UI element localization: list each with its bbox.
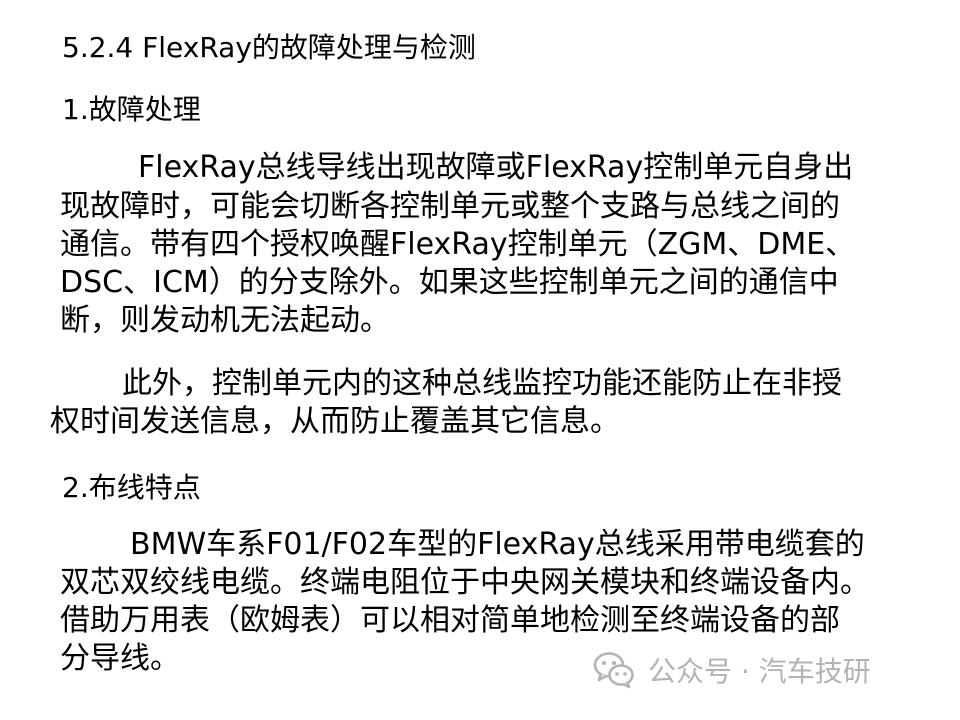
- subsection-heading-fault-handling: 1.故障处理: [62, 93, 201, 126]
- paragraph-line: 权时间发送信息，从而防止覆盖其它信息。: [50, 404, 620, 439]
- paragraph-line: 此外，控制单元内的这种总线监控功能还能防止在非授: [122, 366, 842, 401]
- paragraph-line: DSC、ICM）的分支除外。如果这些控制单元之间的通信中: [60, 265, 839, 300]
- paragraph-line: 双芯双绞线电缆。终端电阻位于中央网关模块和终端设备内。: [60, 565, 870, 600]
- watermark-text: 公众号 · 汽车技研: [648, 655, 871, 688]
- paragraph-line: 借助万用表（欧姆表）可以相对简单地检测至终端设备的部: [60, 603, 840, 638]
- paragraph-line: BMW车系F01/F02车型的FlexRay总线采用带电缆套的: [130, 527, 865, 562]
- wechat-icon: [593, 652, 634, 689]
- paragraph-line: 断，则发动机无法起动。: [60, 303, 390, 338]
- watermark: 公众号 · 汽车技研: [592, 646, 871, 694]
- page-title: 5.2.4 FlexRay的故障处理与检测: [62, 31, 476, 64]
- paragraph-line: 通信。带有四个授权唤醒FlexRay控制单元（ZGM、DME、: [60, 227, 856, 262]
- subsection-heading-wiring: 2.布线特点: [62, 471, 201, 504]
- paragraph-line: 现故障时，可能会切断各控制单元或整个支路与总线之间的: [60, 189, 840, 224]
- paragraph-line: FlexRay总线导线出现故障或FlexRay控制单元自身出: [138, 150, 854, 185]
- paragraph-line: 分导线。: [60, 641, 180, 676]
